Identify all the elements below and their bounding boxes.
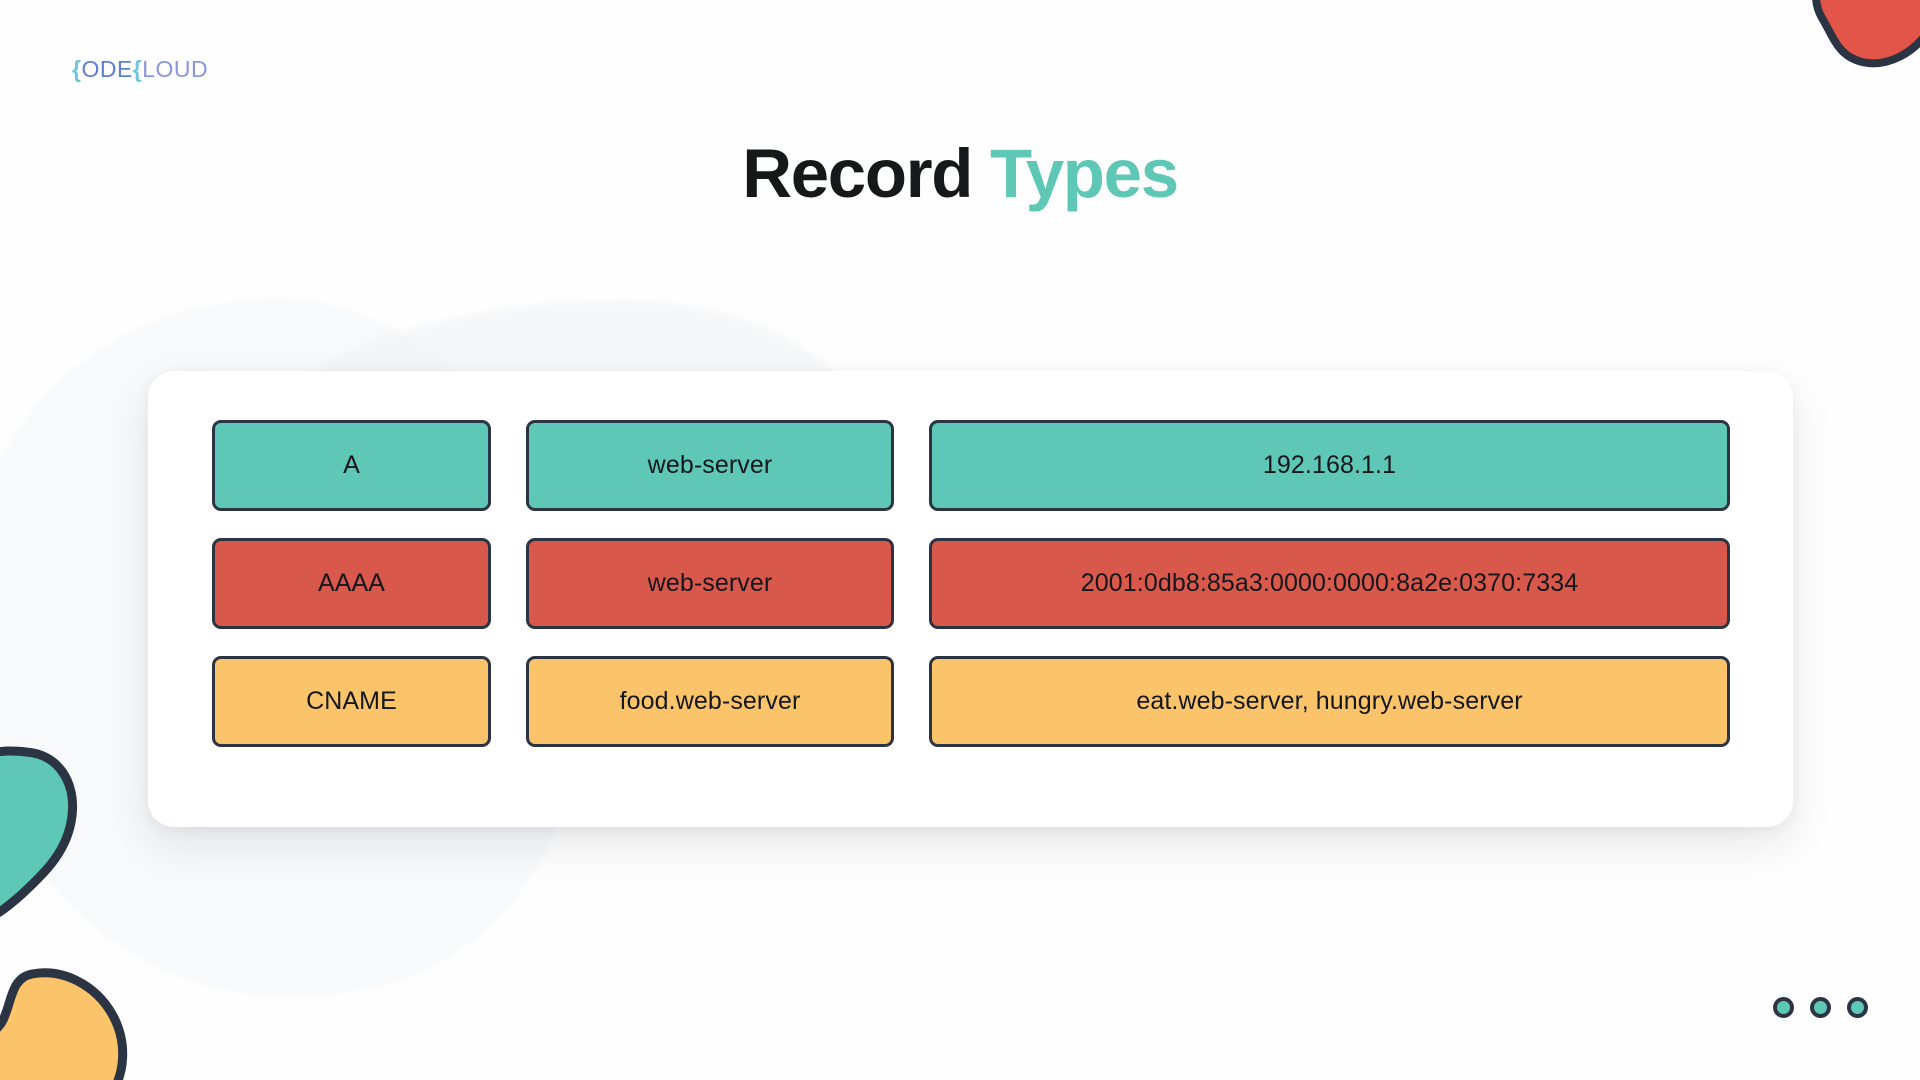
record-name-cell[interactable]: food.web-server <box>526 656 894 747</box>
dot-indicator[interactable] <box>1810 997 1831 1018</box>
logo-kode-text: ODE <box>81 56 133 82</box>
records-card: A web-server 192.168.1.1 AAAA web-server… <box>148 371 1793 827</box>
record-value-cell[interactable]: 192.168.1.1 <box>929 420 1730 511</box>
table-row: CNAME food.web-server eat.web-server, hu… <box>212 656 1730 747</box>
record-value-cell[interactable]: eat.web-server, hungry.web-server <box>929 656 1730 747</box>
table-row: AAAA web-server 2001:0db8:85a3:0000:0000… <box>212 538 1730 629</box>
logo-brace-right-icon: { <box>132 56 143 82</box>
record-type-cell[interactable]: CNAME <box>212 656 491 747</box>
logo-brace-left-icon: { <box>72 56 82 82</box>
pagination-dots[interactable] <box>1773 997 1868 1018</box>
table-row: A web-server 192.168.1.1 <box>212 420 1730 511</box>
logo-loud-text: LOUD <box>142 56 209 82</box>
records-table: A web-server 192.168.1.1 AAAA web-server… <box>212 420 1730 747</box>
record-value-cell[interactable]: 2001:0db8:85a3:0000:0000:8a2e:0370:7334 <box>929 538 1730 629</box>
title-part-record: Record <box>742 135 973 212</box>
red-blob-icon <box>1812 0 1920 68</box>
page-title: Record Types <box>0 134 1920 213</box>
dot-indicator[interactable] <box>1847 997 1868 1018</box>
orange-blob-icon <box>0 968 128 1080</box>
record-type-cell[interactable]: AAAA <box>212 538 491 629</box>
record-name-cell[interactable]: web-server <box>526 538 894 629</box>
kodekloud-logo: {ODE{LOUD <box>72 56 208 83</box>
teal-blob-icon <box>0 746 78 918</box>
record-name-cell[interactable]: web-server <box>526 420 894 511</box>
record-type-cell[interactable]: A <box>212 420 491 511</box>
dot-indicator[interactable] <box>1773 997 1794 1018</box>
title-part-types: Types <box>990 135 1179 212</box>
